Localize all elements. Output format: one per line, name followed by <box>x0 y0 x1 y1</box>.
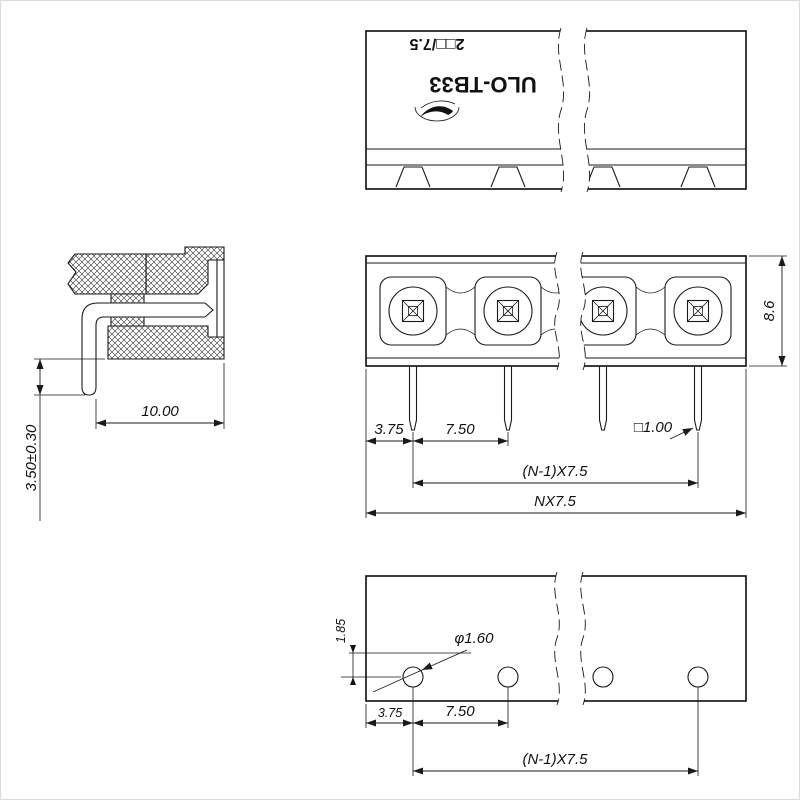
break-gap <box>558 28 590 192</box>
leader-tail <box>372 669 423 693</box>
break-line <box>580 251 586 371</box>
top-view-slot <box>680 166 716 188</box>
top-view-slot <box>490 166 526 188</box>
dim-pin-length: 3.50±0.30 <box>23 358 105 521</box>
dim-hole-dia-label: φ1.60 <box>455 630 495 647</box>
extension-line <box>341 645 471 685</box>
dim-edge-to-hole-label: 3.75 <box>378 706 402 720</box>
logo-oval <box>414 106 460 122</box>
housing-section-bottom <box>107 325 225 360</box>
dim-depth-label: 10.00 <box>141 403 179 420</box>
drill-hole <box>497 666 519 688</box>
extension-line <box>95 363 225 429</box>
dim-span-label: (N-1)X7.5 <box>522 751 588 768</box>
logo-swoosh <box>420 106 453 117</box>
dim-row-offset-label: 1.85 <box>334 619 348 643</box>
footprint-view: 1.85 φ1.60 3.75 7.50 (N-1)X7.5 <box>334 571 747 776</box>
marking-model-text: ULO-TB33 <box>429 72 537 97</box>
pin-right-tip <box>204 302 214 318</box>
dim-pitch-label: 7.50 <box>445 421 475 438</box>
break-line <box>580 571 586 706</box>
pin-outer-edge <box>81 302 205 387</box>
terminal-pole <box>664 276 732 346</box>
footprint-lower-dimensions: 3.75 7.50 (N-1)X7.5 <box>365 687 699 776</box>
solder-pin <box>693 365 703 431</box>
dim-height: 8.6 <box>749 255 787 367</box>
dim-pitch-label: 7.50 <box>445 703 475 720</box>
pin-grip-rib <box>110 316 145 327</box>
top-view-outline <box>365 30 747 190</box>
terminal-pole <box>474 276 542 346</box>
bent-pin <box>81 302 214 396</box>
extension-line <box>365 687 699 776</box>
break-gap <box>554 572 586 705</box>
solder-pin <box>408 365 418 431</box>
dim-row-offset: 1.85 <box>334 619 471 685</box>
top-view: ULO-TB33 2□□/7.5 <box>365 27 747 193</box>
extension-line <box>749 255 787 367</box>
break-line <box>554 251 560 371</box>
extension-line <box>365 369 747 518</box>
dim-total-label: NX7.5 <box>534 493 576 510</box>
dim-height-label: 8.6 <box>761 300 778 322</box>
dimension-arrows <box>350 645 356 685</box>
housing-section-top-left <box>67 253 147 295</box>
dim-edge-to-pin-label: 3.75 <box>374 421 404 438</box>
drill-hole <box>592 666 614 688</box>
top-view-slot <box>585 166 621 188</box>
break-gap <box>554 252 586 370</box>
leader-line <box>421 649 468 671</box>
solder-pin <box>598 365 608 431</box>
dim-depth: 10.00 <box>95 363 225 429</box>
break-line <box>557 27 565 193</box>
front-view: 8.6 3.75 7.50 □1.00 (N-1)X7.5 NX7.5 <box>365 251 787 518</box>
side-view: 10.00 3.50±0.30 <box>23 246 225 521</box>
shroud-wall-edge <box>216 260 225 337</box>
housing-section-top-right <box>145 246 225 295</box>
dim-hole-dia: φ1.60 <box>372 630 495 693</box>
front-lower-dimensions: 3.75 7.50 □1.00 (N-1)X7.5 NX7.5 <box>365 369 747 518</box>
housing-rib-arc <box>635 286 666 336</box>
brand-logo-icon <box>414 100 460 122</box>
housing-rib-arc <box>445 286 476 336</box>
leader-line <box>669 427 694 440</box>
pin-grip-rib <box>110 293 145 304</box>
solder-pin <box>503 365 513 431</box>
break-line <box>554 571 560 706</box>
pin-bottom-tip <box>81 386 97 396</box>
dim-pin-square-label: □1.00 <box>634 419 673 436</box>
marking-spec-text: 2□□/7.5 <box>409 35 464 52</box>
drill-hole <box>687 666 709 688</box>
terminal-pole <box>379 276 447 346</box>
dim-span-label: (N-1)X7.5 <box>522 463 588 480</box>
pin-inner-edge <box>95 316 205 387</box>
break-line <box>583 27 591 193</box>
top-view-slot <box>395 166 431 188</box>
logo-underline <box>420 100 456 109</box>
dim-pin-length-label: 3.50±0.30 <box>23 424 40 491</box>
top-view-face-lines <box>366 148 746 166</box>
extension-line <box>34 358 105 521</box>
